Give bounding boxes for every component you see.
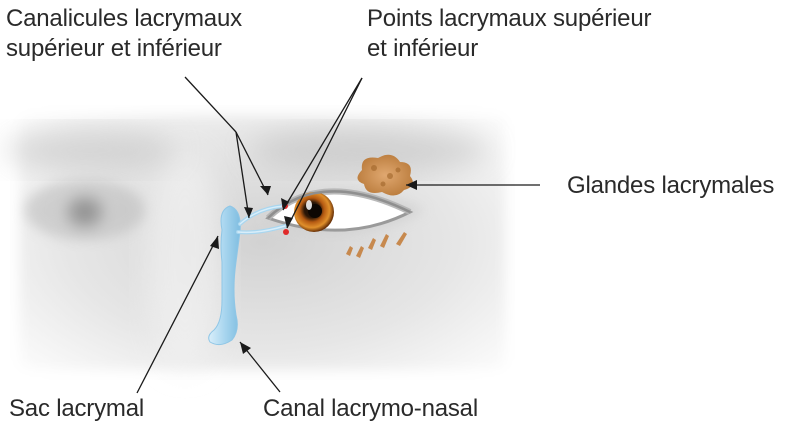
label-canal-lacrymo-nasal: Canal lacrymo-nasal — [263, 394, 478, 424]
left-eye — [25, 180, 145, 240]
label-sac-lacrymal: Sac lacrymal — [9, 394, 144, 424]
label-glandes-lacrymales: Glandes lacrymales — [567, 171, 774, 201]
label-canalicules-lacrymaux: Canalicules lacrymaux supérieur et infér… — [6, 4, 242, 64]
lower-punctum — [283, 229, 289, 235]
face-background — [5, 105, 515, 380]
label-points-lacrymaux: Points lacrymaux supérieur et inférieur — [367, 4, 651, 64]
